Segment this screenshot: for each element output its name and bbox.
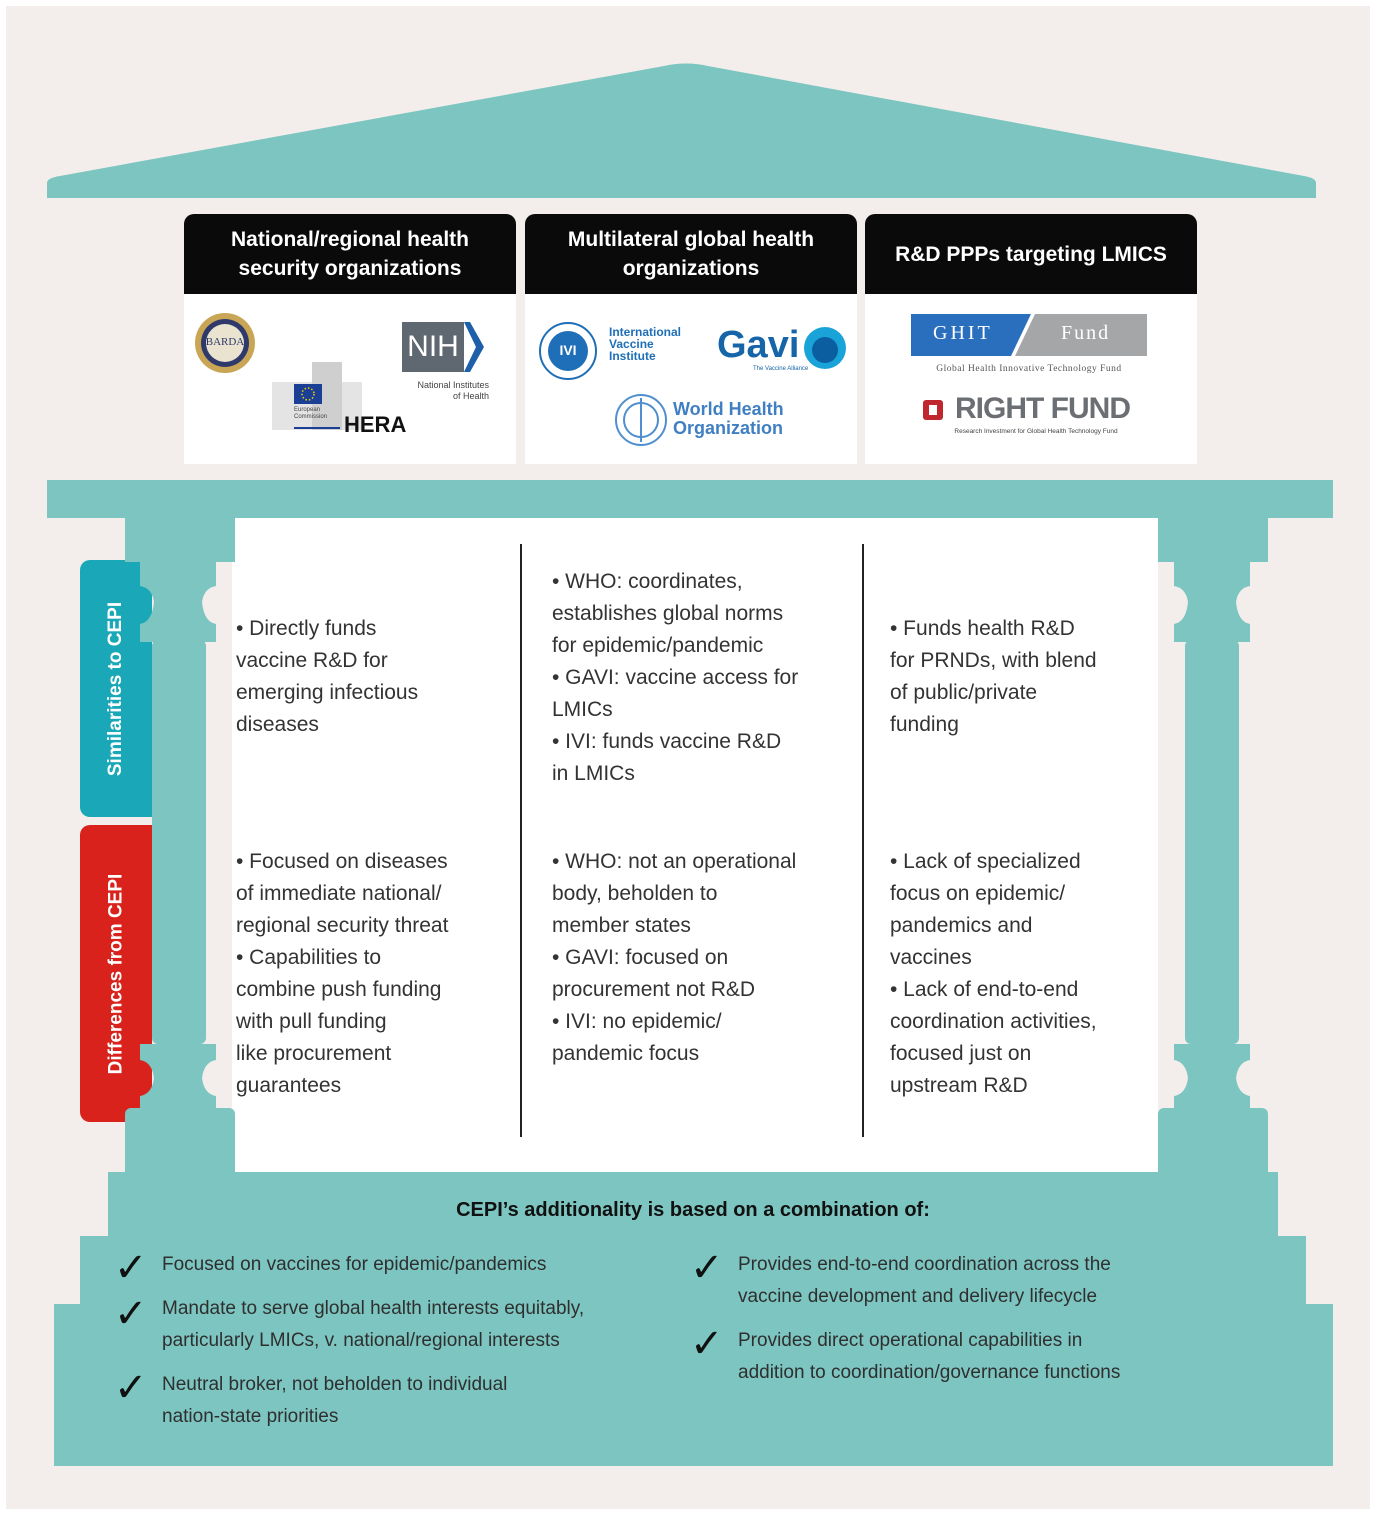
- base-step-top: [108, 1172, 1278, 1236]
- ivi-globe-icon: [539, 322, 597, 380]
- base-left-item-2: Mandate to serve global health interests…: [162, 1298, 585, 1351]
- right-pillar-capital: [1158, 518, 1268, 562]
- tab-differences: Differences from CEPI: [80, 825, 152, 1122]
- similarities-national: • Directly funds vaccine R&D for emergin…: [236, 617, 419, 736]
- who-emblem-icon: [615, 394, 667, 446]
- left-pillar-shaft: [152, 640, 206, 1044]
- ghit-right: Fund: [1061, 322, 1111, 344]
- base-right-item-2: Provides direct operational capabilities…: [738, 1330, 1121, 1383]
- content-panel: [232, 518, 1158, 1172]
- right-fund-mark-icon: [923, 400, 943, 420]
- divider-2: [862, 544, 864, 1137]
- column-header-rd-ppps: R&D PPPs targeting LMICS: [865, 214, 1197, 294]
- roof: [47, 63, 1316, 198]
- differences-multilateral: • WHO: not an operational body, beholden…: [552, 850, 797, 1065]
- check-icon: ✓: [114, 1246, 148, 1290]
- gavi-tagline: The Vaccine Alliance: [753, 366, 809, 372]
- right-pillar-base: [1158, 1108, 1268, 1172]
- tab-similarities: Similarities to CEPI: [80, 560, 152, 817]
- logos-rd-ppps: GHIT Fund Global Health Innovative Techn…: [865, 294, 1197, 464]
- ivi-badge: IVI: [559, 342, 577, 358]
- ghit-name: Global Health Innovative Technology Fund: [936, 364, 1122, 374]
- gavi-wordmark: Gavi: [717, 324, 800, 366]
- base-left-item-3: Neutral broker, not beholden to individu…: [162, 1374, 508, 1427]
- hera-label: HERA: [344, 412, 407, 437]
- check-icon: ✓: [690, 1246, 724, 1290]
- right-pillar-lower-neck: [1174, 1044, 1250, 1110]
- ghit-left: GHIT: [933, 322, 993, 344]
- column-header-multilateral: Multilateral global health organizations: [525, 214, 857, 294]
- nih-arrow-icon: [464, 322, 484, 372]
- differences-rd-ppps: • Lack of specialized focus on epidemic/…: [890, 850, 1097, 1097]
- gavi-drop-icon: [804, 327, 846, 369]
- base-right-item-1: Provides end-to-end coordination across …: [738, 1254, 1111, 1307]
- logos-multilateral: IVI International Vaccine Institute Gavi…: [525, 294, 857, 464]
- base-step-middle: [80, 1236, 1306, 1306]
- divider-1: [520, 544, 522, 1137]
- nih-name: National Institutes of Health: [417, 380, 489, 401]
- barda-label: BARDA: [205, 336, 245, 348]
- ec-underline: [294, 427, 340, 429]
- left-pillar-base: [125, 1108, 235, 1172]
- barda-seal-icon: [195, 313, 255, 373]
- entablature: [47, 480, 1333, 518]
- nih-box: [402, 322, 464, 372]
- right-pillar-upper-neck: [1174, 562, 1250, 642]
- similarities-multilateral: • WHO: coordinates, establishes global n…: [552, 570, 799, 785]
- nih-label: NIH: [407, 330, 459, 363]
- base-title: CEPI’s additionality is based on a combi…: [456, 1199, 930, 1221]
- ec-label: European Commission: [294, 407, 328, 420]
- base-left-item-1: Focused on vaccines for epidemic/pandemi…: [162, 1254, 547, 1275]
- check-icon: ✓: [114, 1366, 148, 1410]
- european-commission-logo-icon: [272, 362, 362, 430]
- logos-national: BARDA European Commission HERA NIH Natio…: [184, 294, 516, 464]
- similarities-rd-ppps: • Funds health R&D for PRNDs, with blend…: [890, 617, 1097, 736]
- right-pillar-shaft: [1185, 640, 1239, 1044]
- check-icon: ✓: [690, 1322, 724, 1366]
- differences-national: • Focused on diseases of immediate natio…: [236, 850, 449, 1097]
- check-icon: ✓: [114, 1292, 148, 1336]
- left-pillar-capital: [125, 518, 235, 562]
- right-fund-wordmark: RIGHT FUND: [955, 392, 1131, 425]
- base-step-bottom: [54, 1304, 1333, 1466]
- who-name: World Health Organization: [673, 399, 784, 438]
- left-pillar-lower-neck: [140, 1044, 216, 1110]
- ghit-banner-icon: [911, 314, 1147, 356]
- ivi-name: International Vaccine Institute: [609, 325, 682, 363]
- right-fund-sub: Research Investment for Global Health Te…: [954, 428, 1118, 435]
- left-pillar-upper-neck: [140, 562, 216, 642]
- column-header-national: National/regional health security organi…: [184, 214, 516, 294]
